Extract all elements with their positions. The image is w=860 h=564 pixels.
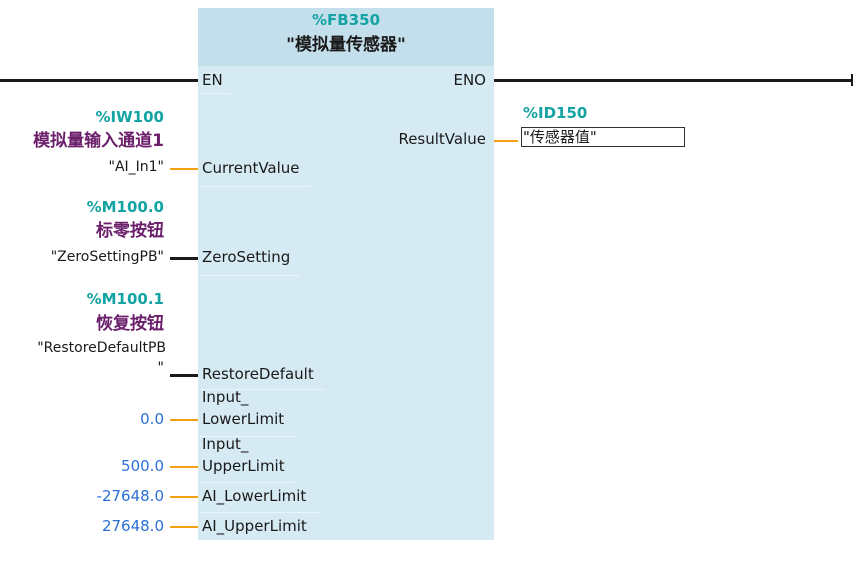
ai-lower-limit-pin[interactable]: AI_LowerLimit <box>202 487 307 505</box>
input-comment: 恢复按钮 <box>96 314 164 334</box>
eno-pin[interactable]: ENO <box>453 71 486 89</box>
input-lower-limit-wire <box>170 419 198 421</box>
ai-upper-limit-pin[interactable]: AI_UpperLimit <box>202 517 307 535</box>
en-pin[interactable]: EN <box>202 71 223 89</box>
input-upper-limit-pin-line1[interactable]: Input_ <box>202 435 249 453</box>
input-tag[interactable]: "RestoreDefaultPB <box>37 340 166 356</box>
current-value-pin[interactable]: CurrentValue <box>202 159 300 177</box>
pin-separator <box>200 275 300 276</box>
function-block[interactable] <box>198 8 494 540</box>
input-comment: 标零按钮 <box>96 221 164 241</box>
en-wire[interactable] <box>0 79 198 82</box>
eno-wire[interactable] <box>494 79 852 82</box>
result-value-tag[interactable]: "传感器值" <box>523 128 597 146</box>
restore-default-pin[interactable]: RestoreDefault <box>202 365 314 383</box>
function-block-header <box>198 8 494 66</box>
zero-setting-wire <box>170 257 198 260</box>
ai-lower-limit-value[interactable]: -27648.0 <box>96 487 164 505</box>
result-value-pin[interactable]: ResultValue <box>398 130 486 148</box>
output-address: %ID150 <box>523 104 588 122</box>
restore-default-wire <box>170 374 198 377</box>
input-upper-limit-pin[interactable]: UpperLimit <box>202 457 285 475</box>
zero-setting-pin[interactable]: ZeroSetting <box>202 248 291 266</box>
input-lower-limit-pin-line1[interactable]: Input_ <box>202 388 249 406</box>
pin-separator <box>200 186 310 187</box>
block-address: %FB350 <box>311 11 381 29</box>
input-tag[interactable]: "ZeroSettingPB" <box>50 249 164 265</box>
input-address: %M100.1 <box>86 290 164 308</box>
pin-separator <box>200 512 320 513</box>
result-value-wire <box>494 140 518 142</box>
result-value-operand[interactable] <box>521 127 685 147</box>
pin-separator <box>200 93 230 94</box>
input-address: %M100.0 <box>86 198 164 216</box>
input-upper-limit-wire <box>170 466 198 468</box>
block-name: "模拟量传感器" <box>286 35 406 55</box>
ai-upper-limit-value[interactable]: 27648.0 <box>101 517 164 535</box>
ai-lower-limit-wire <box>170 496 198 498</box>
ai-upper-limit-wire <box>170 526 198 528</box>
pin-separator <box>200 482 295 483</box>
input-lower-limit-value[interactable]: 0.0 <box>140 410 164 428</box>
input-address: %IW100 <box>95 108 164 126</box>
input-tag[interactable]: "AI_In1" <box>108 159 165 175</box>
pin-separator <box>200 389 325 390</box>
input-lower-limit-pin[interactable]: LowerLimit <box>202 410 285 428</box>
current-value-wire <box>170 168 198 170</box>
input-upper-limit-value[interactable]: 500.0 <box>121 457 164 475</box>
rail-end-marker <box>851 74 853 86</box>
input-tag-continuation[interactable]: " <box>157 360 164 376</box>
input-comment: 模拟量输入通道1 <box>33 131 164 151</box>
pin-separator <box>200 436 295 437</box>
